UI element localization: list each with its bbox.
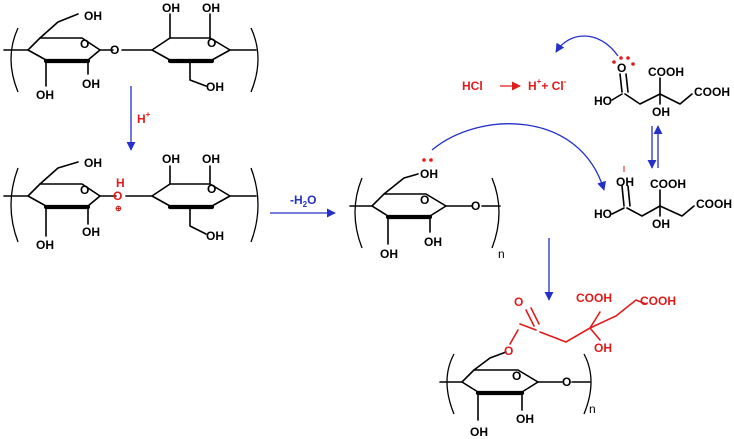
oh-nucleophile: OH	[420, 167, 438, 181]
cooh-product-1: COOH	[576, 291, 612, 305]
glyco-o-top: O	[110, 43, 119, 57]
arrow-protonate-carbonyl	[555, 35, 619, 57]
oh-mid-1: OH	[84, 156, 102, 170]
ho-mid: HO	[594, 207, 612, 221]
proton-h: H	[116, 176, 125, 190]
glucose-unit-mid	[349, 173, 501, 249]
oh-citric-top: OH	[652, 105, 670, 119]
oh-mid-3: OH	[82, 225, 100, 239]
ring-o-product: O	[512, 369, 521, 383]
carbonyl-o: O	[617, 61, 626, 75]
disaccharide-protonated	[3, 161, 259, 243]
oxonium-charge: ⊕	[115, 204, 122, 213]
glyco-o-product: O	[562, 375, 571, 389]
oh-protonated: OH	[616, 175, 634, 189]
arrow-attack	[431, 123, 606, 191]
oh-product-2: OH	[516, 412, 534, 426]
ring-o-mid-2: O	[207, 182, 216, 196]
citric-acid-protonated	[611, 185, 695, 217]
oh-citric-mid: OH	[652, 217, 670, 231]
disaccharide-top	[3, 13, 259, 93]
oh-top-5: OH	[202, 1, 220, 15]
ring-o-mid-1: O	[80, 183, 89, 197]
oh-top-4: OH	[162, 1, 180, 15]
minus-h2o-label: -H2O	[290, 193, 316, 209]
ester-carbonyl-o: O	[514, 295, 523, 309]
repeat-n-product: n	[589, 402, 596, 416]
glyco-o-mid: O	[471, 199, 480, 213]
cooh-top-1: COOH	[648, 65, 684, 79]
repeat-n-mid: n	[498, 247, 505, 261]
oh-mid-6: OH	[206, 229, 224, 243]
oh-mid-8: OH	[424, 235, 442, 249]
dissociation-products: H++ Cl-	[528, 77, 567, 93]
oh-mid-5: OH	[202, 152, 220, 166]
paren-right	[250, 27, 259, 93]
oh-top-2: OH	[36, 88, 54, 102]
oh-product-1: OH	[470, 425, 488, 439]
oh-mid-2: OH	[36, 238, 54, 252]
oh-top-3: OH	[82, 77, 100, 91]
ester-o: O	[504, 344, 513, 358]
cooh-top-2: COOH	[694, 85, 730, 99]
oh-mid-7: OH	[380, 247, 398, 261]
cooh-mid-2: COOH	[696, 197, 732, 211]
ho-top: HO	[594, 94, 612, 108]
cooh-product-2: COOH	[640, 294, 676, 308]
oh-top-1: OH	[84, 9, 102, 23]
hcl-label: HCl	[462, 79, 483, 93]
oh-top-6: OH	[206, 80, 224, 94]
paren-left	[10, 27, 19, 93]
citrate-ester-product	[439, 299, 647, 421]
ring-o-1: O	[80, 37, 89, 51]
ring-o-mid-3: O	[420, 193, 429, 207]
cooh-mid-1: COOH	[650, 177, 686, 191]
oxonium-o: O	[113, 189, 122, 203]
ring-o-2: O	[207, 36, 216, 50]
citric-acid-top	[611, 73, 693, 105]
oh-product-citrate: OH	[594, 341, 612, 355]
oh-mid-4: OH	[162, 152, 180, 166]
h-plus-label: H+	[137, 110, 151, 126]
